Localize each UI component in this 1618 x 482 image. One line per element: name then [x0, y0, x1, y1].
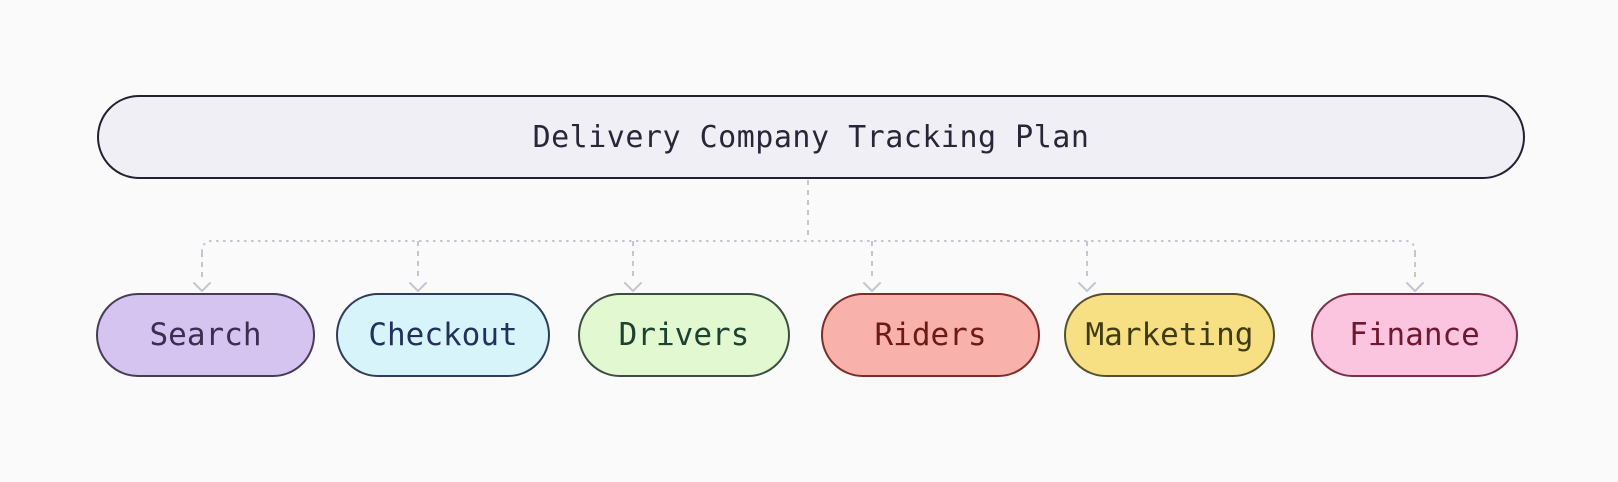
node-label: Marketing [1085, 317, 1254, 353]
node-search[interactable]: Search [96, 293, 315, 377]
node-label: Riders [874, 317, 987, 353]
node-checkout[interactable]: Checkout [336, 293, 550, 377]
connector-rail [201, 240, 1416, 253]
node-marketing[interactable]: Marketing [1064, 293, 1275, 377]
arrow-down-icon-finance [1406, 282, 1424, 292]
arrow-down-icon-checkout [409, 282, 427, 292]
root-node-tracking-plan[interactable]: Delivery Company Tracking Plan [97, 95, 1525, 179]
node-label: Search [149, 317, 262, 353]
node-riders[interactable]: Riders [821, 293, 1040, 377]
node-finance[interactable]: Finance [1311, 293, 1518, 377]
arrow-down-icon-drivers [624, 282, 642, 292]
arrow-down-icon-marketing [1078, 282, 1096, 292]
arrow-down-icon-search [193, 282, 211, 292]
root-node-label: Delivery Company Tracking Plan [532, 119, 1090, 155]
node-label: Checkout [368, 317, 518, 353]
node-label: Drivers [618, 317, 750, 353]
node-drivers[interactable]: Drivers [578, 293, 790, 377]
arrow-down-icon-riders [863, 282, 881, 292]
node-label: Finance [1349, 317, 1480, 353]
